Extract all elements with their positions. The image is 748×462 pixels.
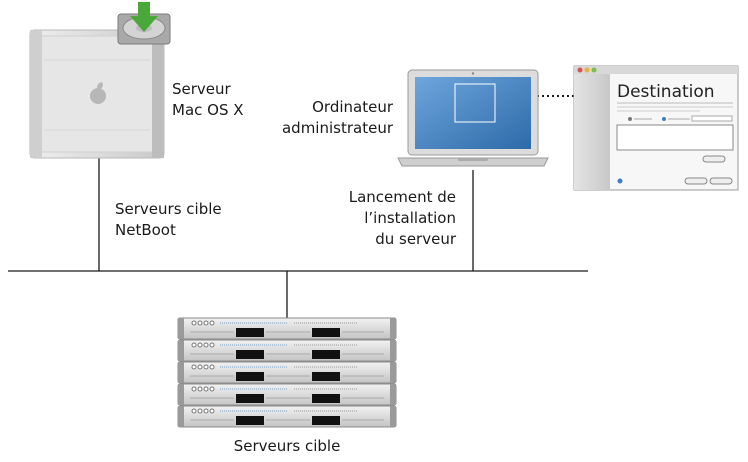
destination-window: Destination xyxy=(573,65,739,191)
server-label: Serveur Mac OS X xyxy=(172,79,244,121)
window-title: Destination xyxy=(617,82,715,102)
window-back-button[interactable] xyxy=(684,177,708,185)
rack-unit xyxy=(177,383,397,406)
mac-pro-tower-icon xyxy=(29,29,165,159)
netboot-label-line2: NetBoot xyxy=(115,221,176,239)
admin-label: Ordinateur administrateur xyxy=(282,97,393,139)
window-zoom-icon[interactable] xyxy=(591,67,597,73)
launch-label: Lancement de l’installation du serveur xyxy=(349,187,456,250)
xserve-rack-icon xyxy=(177,317,397,428)
rack-unit xyxy=(177,361,397,384)
targets-label: Serveurs cible xyxy=(187,436,387,457)
server-label-line2: Mac OS X xyxy=(172,101,244,119)
netboot-label: Serveurs cible NetBoot xyxy=(115,199,222,241)
launch-label-line2: l’installation xyxy=(364,209,456,227)
window-small-button[interactable] xyxy=(702,155,726,163)
destination-list-box[interactable] xyxy=(616,124,734,151)
rack-unit xyxy=(177,339,397,362)
launch-label-line3: du serveur xyxy=(375,230,456,248)
admin-label-line2: administrateur xyxy=(281,119,393,137)
targets-label-text: Serveurs cible xyxy=(233,437,341,455)
window-close-icon[interactable] xyxy=(577,67,583,73)
server-label-line1: Serveur xyxy=(172,80,231,98)
hard-disk-download-icon xyxy=(117,2,171,45)
admin-label-line1: Ordinateur xyxy=(312,98,393,116)
macbook-pro-icon xyxy=(397,69,549,167)
launch-label-line1: Lancement de xyxy=(348,188,456,206)
window-continue-button[interactable] xyxy=(709,177,733,185)
rack-unit xyxy=(177,405,397,428)
rack-unit xyxy=(177,317,397,340)
window-minimize-icon[interactable] xyxy=(584,67,590,73)
help-icon[interactable] xyxy=(617,178,623,184)
network-lines xyxy=(8,158,588,318)
netboot-label-line1: Serveurs cible xyxy=(115,200,222,218)
